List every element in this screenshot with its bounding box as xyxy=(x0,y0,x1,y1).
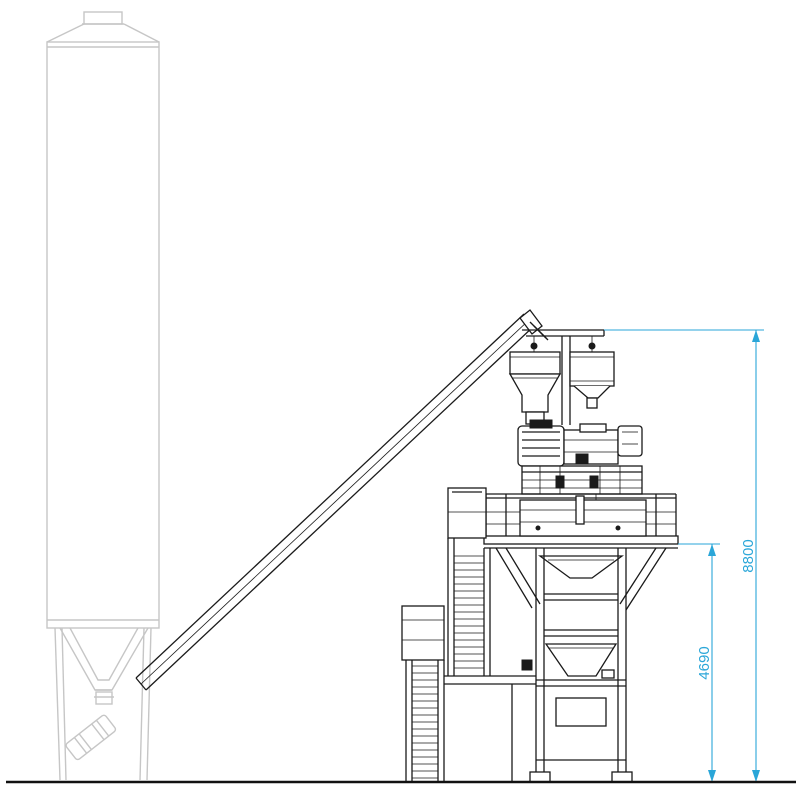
lower-stair-tower xyxy=(401,605,536,782)
stair-landing-top xyxy=(447,487,487,539)
silo-filter-top xyxy=(83,11,123,25)
water-hopper-body xyxy=(569,351,615,387)
control-box xyxy=(555,697,607,727)
upper-stair-tower xyxy=(447,487,491,676)
cement-hopper-top xyxy=(509,351,561,375)
weighing-frame xyxy=(522,329,605,425)
dimension-overall-height xyxy=(604,329,764,782)
mixer-platform xyxy=(483,493,679,549)
water-hopper-valve xyxy=(586,397,598,409)
cement-weighing-hopper xyxy=(508,336,562,425)
silo-body xyxy=(46,41,160,629)
lower-funnel xyxy=(544,643,618,677)
discharge-hopper xyxy=(538,555,624,579)
silo-leg-left xyxy=(54,627,61,781)
dimension-platform-height xyxy=(678,543,720,782)
support-structure xyxy=(495,547,667,783)
platform-deck xyxy=(483,535,679,545)
silo-screw-feeder xyxy=(65,714,117,761)
silo-leg-right xyxy=(146,627,152,781)
water-weighing-hopper xyxy=(569,336,615,409)
silo-roof xyxy=(46,23,160,43)
cement-silo xyxy=(46,11,160,781)
stair-landing-mid xyxy=(401,605,445,661)
mixer-motor-right xyxy=(617,425,643,457)
silo-outlet-valve xyxy=(95,691,113,705)
mixer-gearbox xyxy=(563,429,619,465)
dimension-label-platform: 4690 xyxy=(696,646,713,679)
dimension-label-overall: 8800 xyxy=(740,539,757,572)
mixer xyxy=(517,419,643,495)
